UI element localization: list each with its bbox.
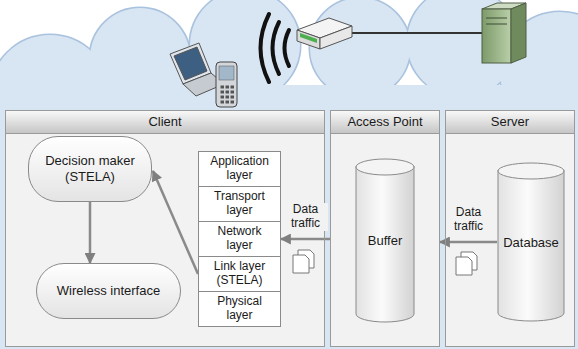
- panel-grounds: [5, 110, 575, 347]
- layer-box: Physical layer: [198, 291, 281, 327]
- server-slot: [486, 18, 507, 19]
- access-point-panel: Buffer Access Point: [330, 110, 440, 347]
- laptop-screen: [174, 47, 207, 80]
- node-label: Client: [6, 111, 324, 134]
- edge-label: Data traffic: [284, 203, 328, 231]
- wave: [261, 14, 270, 82]
- phone-icon: [216, 62, 237, 107]
- flow-arrow: [153, 171, 198, 274]
- server-front: [482, 9, 511, 63]
- cloud-lobe: [310, 0, 410, 98]
- client-panel: Decision maker (STELA) Wireless interface…: [5, 110, 325, 347]
- node-label: Link layer (STELA): [203, 260, 276, 288]
- router-icon: [297, 18, 352, 49]
- node-label: Application layer: [203, 155, 276, 183]
- cylinder-top: [356, 159, 414, 175]
- node-label: Physical layer: [203, 295, 276, 323]
- flow-arrow: [440, 241, 497, 244]
- node-label: Decision maker (STELA): [39, 153, 141, 184]
- node-label: Server: [446, 111, 574, 134]
- node-label: Access Point: [331, 111, 439, 134]
- buffer-cylinder: Buffer: [355, 158, 415, 323]
- packet-page: [293, 255, 309, 273]
- cloud-body: [0, 85, 578, 349]
- cylinder-body: [356, 166, 414, 322]
- layer-box: Network layer: [198, 221, 281, 257]
- flow-arrow: [89, 202, 92, 263]
- interface-box: Wireless interface: [36, 263, 181, 319]
- router-light: [300, 33, 317, 43]
- cylinder-body: [498, 170, 564, 321]
- phone-keypad: [219, 84, 234, 104]
- cloud-lobe: [310, 0, 410, 98]
- decision-box: Decision maker (STELA): [28, 136, 152, 202]
- edge-label: Data traffic: [447, 206, 491, 234]
- layer-box: Link layer (STELA): [198, 256, 281, 292]
- panel-ground: [5, 110, 325, 347]
- wave: [273, 22, 280, 74]
- node-label: Transport layer: [203, 190, 276, 218]
- layer-box: Application layer: [198, 151, 281, 187]
- panel-ground: [445, 110, 575, 347]
- wireless-waves: [261, 14, 290, 82]
- node-label: Buffer: [368, 233, 402, 248]
- network-cable: [350, 32, 484, 34]
- router-side: [320, 26, 352, 49]
- cylinder-top: [498, 163, 564, 179]
- flow-arrow: [281, 238, 330, 241]
- server-side: [511, 3, 526, 63]
- cloud-lobe: [407, 0, 517, 97]
- router-front: [297, 30, 320, 49]
- server-icon: [482, 3, 526, 63]
- packet-page: [456, 257, 472, 275]
- node-label: Database: [503, 235, 559, 250]
- node-label: Wireless interface: [57, 283, 160, 299]
- wave: [285, 30, 290, 66]
- panel-ground: [330, 110, 440, 347]
- server-slot: [486, 24, 507, 25]
- database-cylinder: Database: [497, 162, 565, 322]
- phone-screen: [219, 66, 234, 80]
- layer-box: Transport layer: [198, 186, 281, 222]
- phone-body: [216, 62, 237, 107]
- node-label: Network layer: [203, 225, 276, 253]
